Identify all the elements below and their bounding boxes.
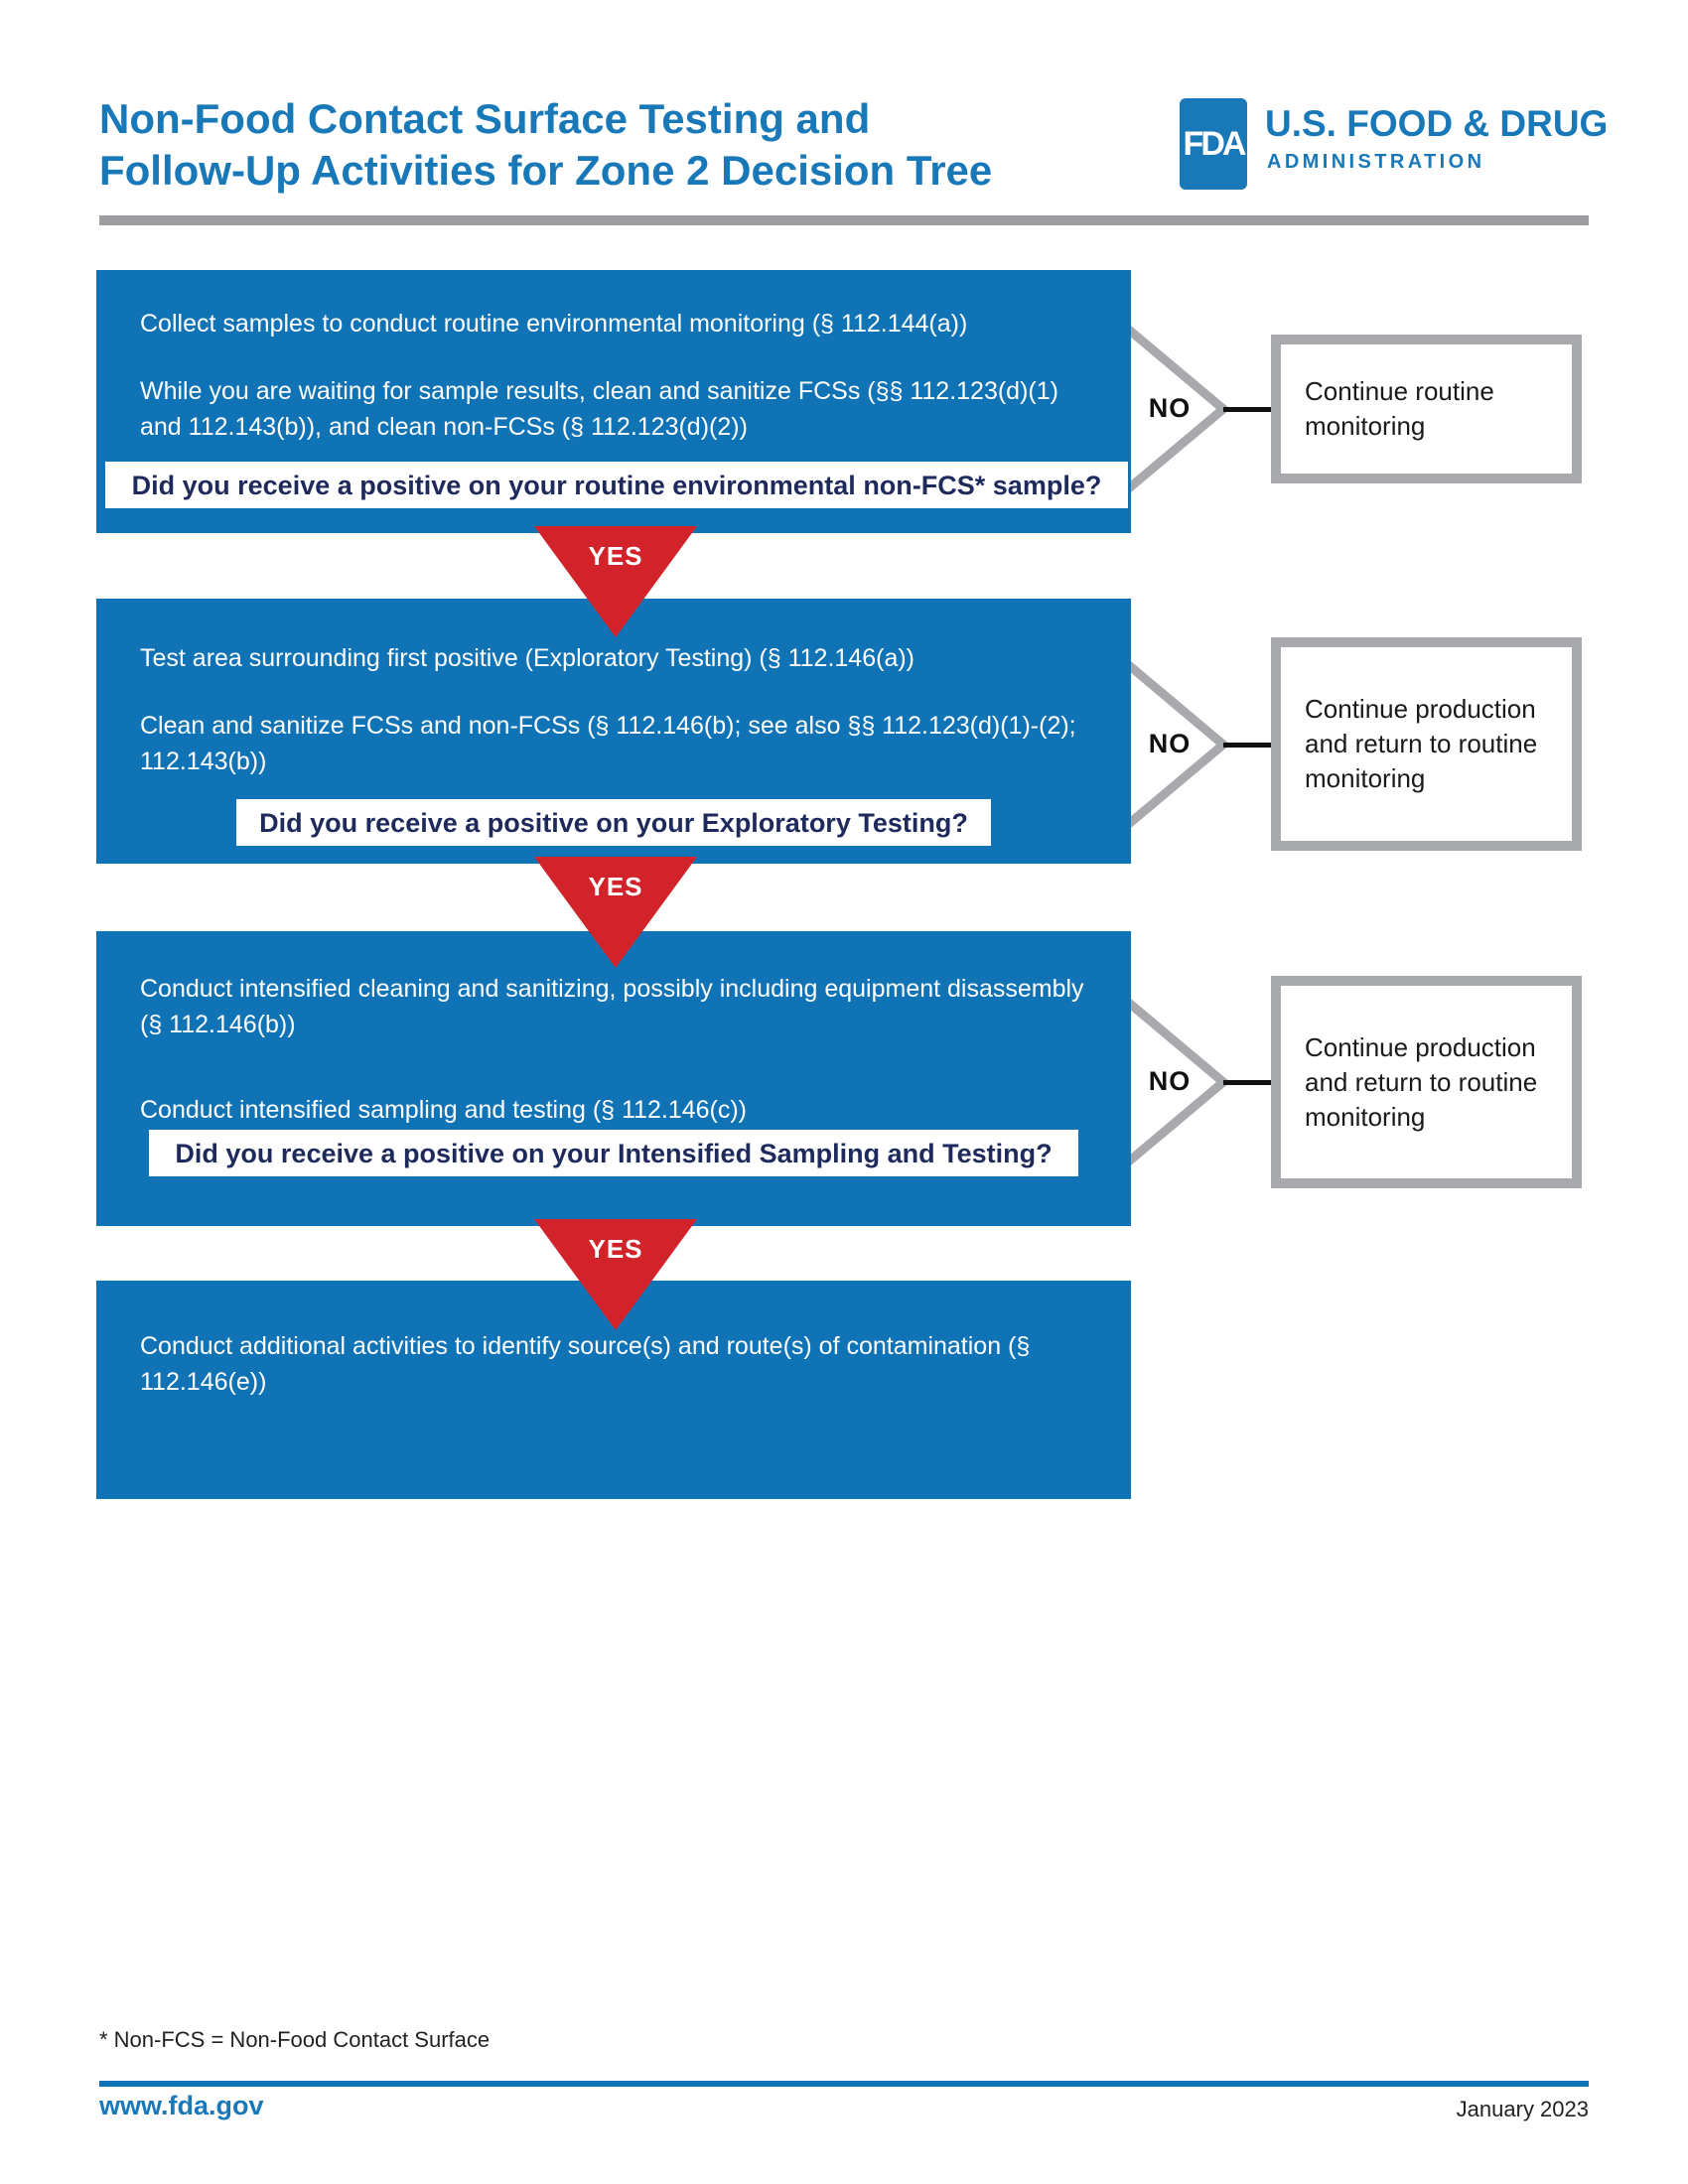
header-divider	[99, 215, 1589, 225]
footer-divider	[99, 2081, 1589, 2087]
question-bar-exploratory: Did you receive a positive on your Explo…	[236, 799, 991, 846]
question-bar-routine-sample: Did you receive a positive on your routi…	[105, 462, 1128, 508]
connector-line-1	[1223, 407, 1271, 412]
fda-logo-acronym: FDA	[1183, 124, 1247, 163]
page-title-line2: Follow-Up Activities for Zone 2 Decision…	[99, 147, 993, 194]
flow-box-routine-monitoring: Collect samples to conduct routine envir…	[96, 270, 1131, 533]
flow-box2-paragraph2: Clean and sanitize FCSs and non-FCSs (§ …	[140, 712, 1076, 775]
yes-label-2: YES	[588, 872, 643, 901]
fda-gov-link[interactable]: www.fda.gov	[99, 2091, 264, 2120]
outcome-text-2: Continue production and return to routin…	[1305, 694, 1538, 793]
fda-logo-icon: FDA	[1180, 98, 1247, 190]
flow-box3-paragraph2: Conduct intensified sampling and testing…	[140, 1096, 747, 1124]
fda-wordmark-line1: U.S. FOOD & DRUG	[1265, 103, 1609, 144]
flow-box4-paragraph1: Conduct additional activities to identif…	[140, 1332, 1031, 1396]
yes-arrow-icon-2	[534, 857, 697, 968]
connector-line-2	[1223, 743, 1271, 748]
connector-line-3	[1223, 1080, 1271, 1085]
yes-label-3: YES	[588, 1234, 643, 1264]
no-label-3: NO	[1148, 1066, 1192, 1096]
fda-wordmark-line2: ADMINISTRATION	[1267, 151, 1485, 173]
no-label-2: NO	[1148, 729, 1192, 758]
flow-box1-paragraph1: Collect samples to conduct routine envir…	[140, 310, 968, 338]
outcome-text-3: Continue production and return to routin…	[1305, 1031, 1538, 1132]
outcome-box-3: Continue production and return to routin…	[1271, 976, 1582, 1188]
question-bar-intensified: Did you receive a positive on your Inten…	[149, 1130, 1078, 1176]
flow-box-intensified-sampling: Conduct intensified cleaning and sanitiz…	[96, 931, 1131, 1226]
page-title-line1: Non-Food Contact Surface Testing and	[99, 95, 871, 142]
yes-arrow-icon-1	[534, 526, 697, 637]
outcome-box-1: Continue routine monitoring	[1271, 335, 1582, 483]
page-title: Non-Food Contact Surface Testing and Fol…	[99, 93, 992, 197]
flow-box2-paragraph1: Test area surrounding first positive (Ex…	[140, 644, 914, 672]
yes-arrow-icon-3	[534, 1219, 697, 1330]
flow-box1-paragraph2: While you are waiting for sample results…	[140, 377, 1058, 441]
footer-date: January 2023	[1456, 2097, 1589, 2121]
flow-box-exploratory-testing: Test area surrounding first positive (Ex…	[96, 599, 1131, 864]
flow-box3-paragraph1: Conduct intensified cleaning and sanitiz…	[140, 975, 1084, 1038]
footnote: * Non-FCS = Non-Food Contact Surface	[99, 2027, 491, 2052]
no-label-1: NO	[1148, 393, 1192, 423]
yes-label-1: YES	[588, 541, 643, 571]
outcome-text-1: Continue routine monitoring	[1305, 376, 1494, 441]
outcome-box-2: Continue production and return to routin…	[1271, 637, 1582, 851]
